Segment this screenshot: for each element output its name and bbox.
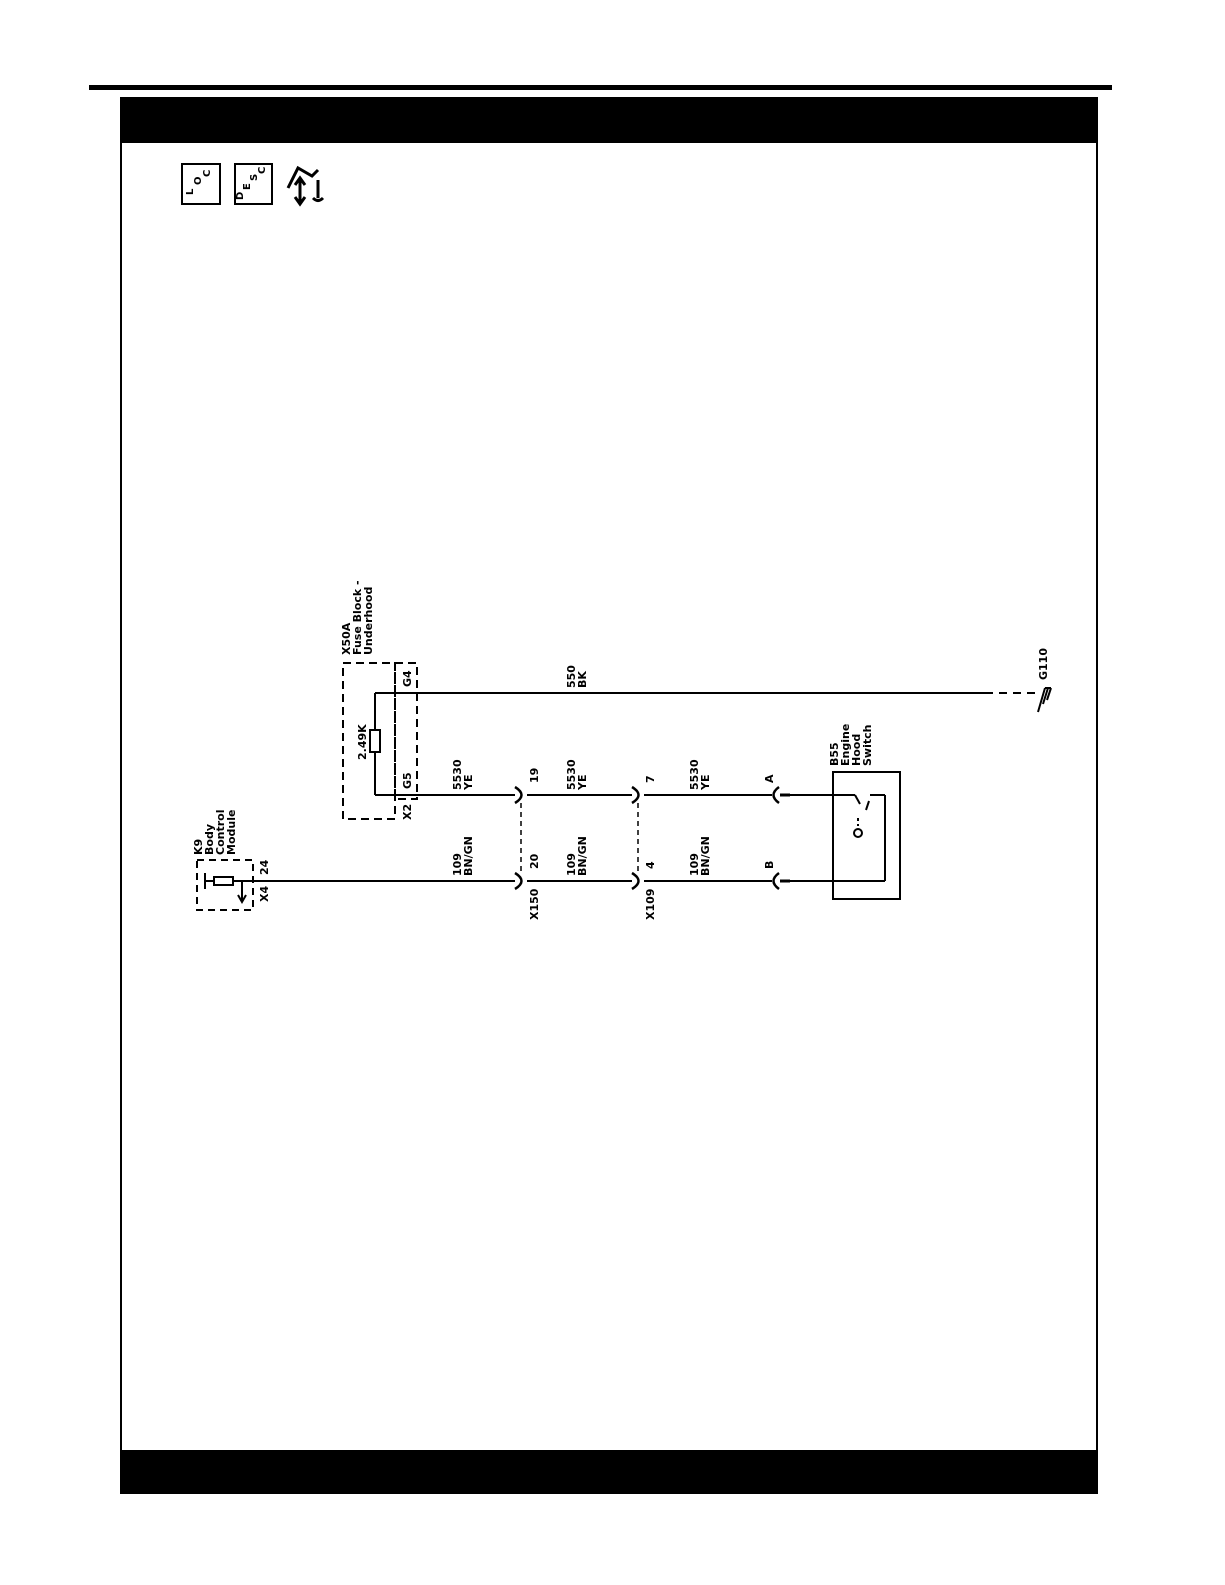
svg-text:C: C <box>257 167 268 174</box>
signal-color-3: YE <box>699 775 712 791</box>
g4-pin: G4 <box>401 670 414 687</box>
ground-wire: 550 BK <box>375 665 1035 693</box>
description-icon[interactable]: D E S C <box>235 164 272 204</box>
x4-connector: X4 <box>258 886 271 902</box>
x150-pin-20: 20 <box>528 853 541 869</box>
low-ref-color-2: BN/GN <box>576 836 589 876</box>
x150-connector: 19 20 X150 <box>515 768 541 920</box>
svg-text:C: C <box>202 170 213 177</box>
b55-pin-a: A <box>763 774 776 783</box>
location-icon[interactable]: L O C <box>182 164 220 204</box>
x109-pin-4: 4 <box>644 861 657 869</box>
x2-connector: X2 <box>401 804 414 820</box>
x150-label: X150 <box>528 888 541 920</box>
resistor-icon <box>370 730 380 752</box>
b55-line3: Switch <box>861 725 874 766</box>
service-icon[interactable] <box>288 168 323 204</box>
g110-label: G110 <box>1037 648 1050 680</box>
x109-connector: 7 4 X109 <box>632 775 657 920</box>
svg-text:E: E <box>242 183 253 190</box>
g5-pin: G5 <box>401 772 414 789</box>
signal-color-2: YE <box>576 775 589 791</box>
low-ref-color-1: BN/GN <box>462 836 475 876</box>
low-reference-wire: 109 BN/GN 109 BN/GN 109 BN/GN <box>242 836 885 881</box>
x50a-line2: Underhood <box>362 587 375 655</box>
switch-contact-icon <box>854 829 862 837</box>
svg-text:L: L <box>185 188 196 195</box>
low-ref-color-3: BN/GN <box>699 836 712 876</box>
x109-label: X109 <box>644 889 657 920</box>
x4-pin-24: 24 <box>258 859 271 875</box>
x50a-fuse-block: 2.49K X50A Fuse Block - Underhood G4 G5 … <box>340 580 417 820</box>
b55-hood-switch: B55 Engine Hood Switch <box>828 724 900 899</box>
b55-pin-b: B <box>763 861 776 869</box>
x109-pin-7: 7 <box>644 775 657 783</box>
svg-text:D: D <box>235 192 246 200</box>
b55-connector: A B <box>763 774 790 889</box>
x150-pin-19: 19 <box>528 768 541 783</box>
signal-color-1: YE <box>462 775 475 791</box>
ground-color: BK <box>576 671 589 688</box>
bcm-resistor-icon <box>214 877 233 885</box>
signal-wire: 5530 YE 5530 YE 5530 YE <box>375 759 855 795</box>
ground-symbol-icon <box>1038 688 1051 712</box>
k9-body-control-module: K9 Body Control Module 24 X4 <box>192 810 271 910</box>
k9-line3: Module <box>225 810 238 855</box>
resistor-value: 2.49K <box>356 724 369 760</box>
